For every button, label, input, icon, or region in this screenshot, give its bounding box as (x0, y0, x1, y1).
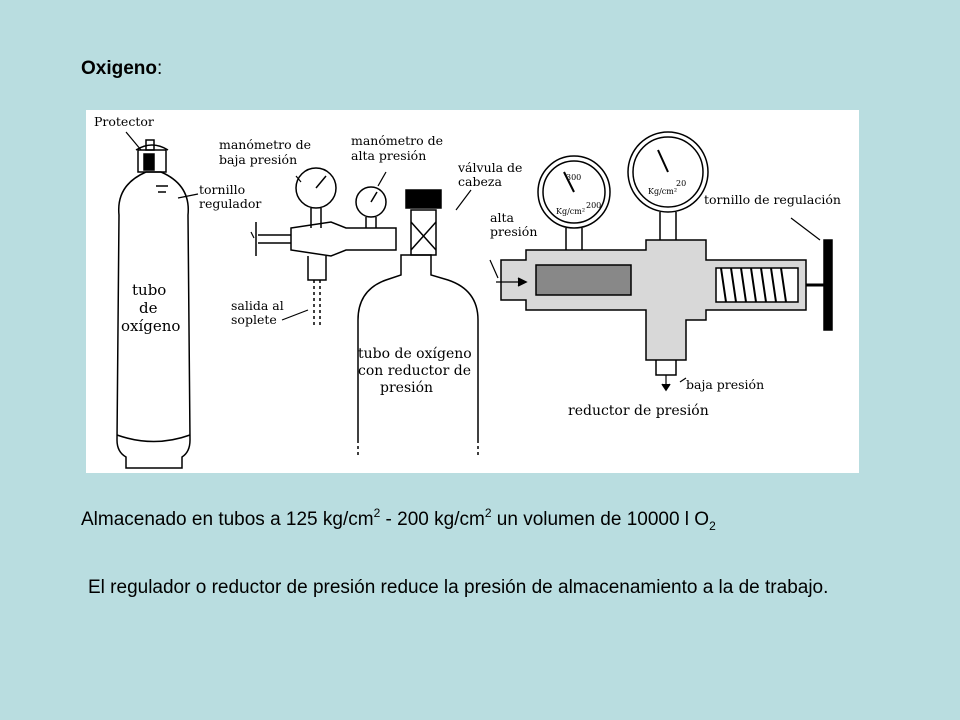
label-head-valve-line1: válvula de (457, 160, 522, 175)
label-tube-line1: tubo (132, 281, 166, 299)
label-outlet-line2: soplete (231, 312, 277, 327)
storage-sub1: 2 (709, 519, 716, 533)
gauge-left-scale: 300 (566, 173, 581, 182)
regulator-paragraph: El regulador o reductor de presión reduc… (88, 577, 829, 598)
label-screw-line2: regulador (199, 196, 261, 211)
storage-paragraph: Almacenado en tubos a 125 kg/cm2 - 200 k… (81, 506, 716, 533)
label-screw-line1: tornillo (199, 182, 245, 197)
gauge-right-unit: Kg/cm² (648, 187, 677, 196)
label-high-gauge-line2: alta presión (351, 148, 426, 163)
left-gauge-detail (537, 155, 611, 229)
storage-text-part1: Almacenado en tubos a 125 kg/cm (81, 509, 374, 530)
label-low-pressure: baja presión (686, 377, 764, 392)
label-protector: Protector (94, 114, 154, 129)
label-tube-reducer-line1: tubo de oxígeno (358, 346, 472, 362)
low-pressure-gauge (295, 167, 337, 209)
label-adjust-screw: tornillo de regulación (704, 192, 841, 207)
gauge-right-tick: 20 (676, 179, 686, 188)
label-low-gauge-line1: manómetro de (219, 137, 311, 152)
storage-sup2: 2 (484, 506, 492, 520)
label-reducer: reductor de presión (568, 403, 709, 419)
right-gauge-detail (627, 131, 709, 213)
storage-sup1: 2 (373, 506, 381, 520)
oxygen-cylinder (116, 171, 191, 469)
gauge-left-unit: Kg/cm² (556, 207, 585, 216)
gauge-left-tick: 200 (586, 201, 601, 210)
cylinder-protector (137, 149, 167, 173)
label-low-gauge-line2: baja presión (219, 152, 297, 167)
label-tube-reducer-line2: con reductor de (358, 363, 471, 379)
title-bold: Oxigeno (81, 58, 158, 79)
label-high-gauge-line1: manómetro de (351, 133, 443, 148)
label-high-pressure-line1: alta (490, 210, 514, 225)
label-tube-reducer-line3: presión (380, 380, 433, 396)
label-tube-line3: oxígeno (121, 317, 180, 335)
label-outlet-line1: salida al (231, 298, 284, 313)
high-pressure-gauge (355, 186, 387, 218)
head-valve (410, 209, 437, 256)
oxygen-equipment-diagram: 300 Kg/cm² 200 Kg/cm² 20 Protector tubo … (86, 110, 859, 473)
storage-text-part3: un volumen de 10000 l O (491, 509, 710, 530)
label-head-valve-line2: cabeza (458, 174, 502, 189)
title-suffix: : (157, 58, 163, 79)
storage-text-part2: - 200 kg/cm (380, 509, 485, 530)
regulator-body (290, 221, 397, 257)
slide-title: Oxigeno: (81, 58, 162, 80)
label-high-pressure-line2: presión (490, 224, 537, 239)
label-tube-line2: de (139, 299, 158, 317)
